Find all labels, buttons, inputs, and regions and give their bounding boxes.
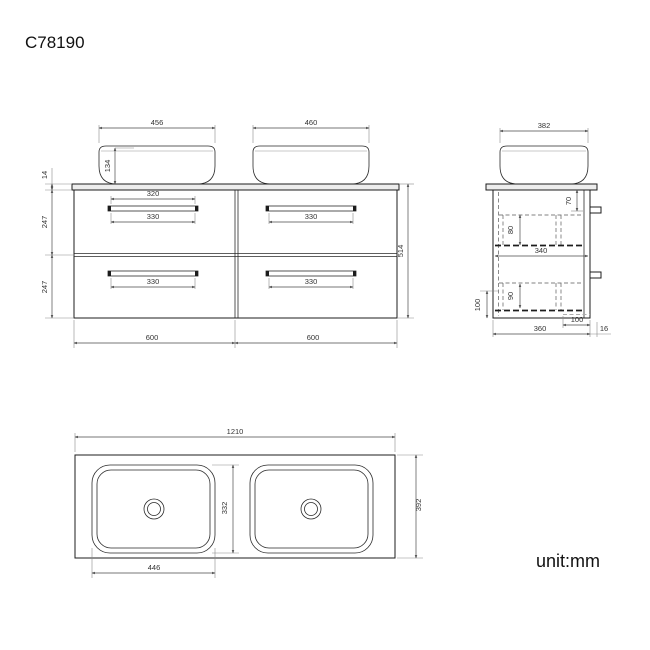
side-view: 382 70 80 340 90 100 100 360 16 xyxy=(473,121,611,337)
dim-lower-drawer-height: 247 xyxy=(40,281,49,294)
dim-basin-depth: 382 xyxy=(538,121,551,130)
dim-basin-right-width: 460 xyxy=(305,118,318,127)
front-basin-right xyxy=(252,145,370,185)
plan-dimensions: 1210 392 332 446 xyxy=(74,427,423,578)
unit-label: unit:mm xyxy=(536,551,600,571)
plan-countertop xyxy=(74,454,396,559)
dim-handle-spacing-upper-right: 330 xyxy=(305,212,318,221)
dim-back-offset: 16 xyxy=(600,324,608,333)
dim-handle-width: 320 xyxy=(147,189,160,198)
dim-bottom-clearance: 100 xyxy=(473,299,482,312)
plan-view: 1210 392 332 446 xyxy=(74,427,423,578)
dim-bracket-depth: 100 xyxy=(571,315,584,324)
drain-outer xyxy=(300,498,322,520)
dim-lower-drawer-inner-height: 90 xyxy=(506,292,515,300)
dim-basin-cutout-width: 446 xyxy=(148,563,161,572)
drawer-handle-upper-left xyxy=(107,205,199,212)
side-countertop xyxy=(485,183,598,191)
plan-basin-right xyxy=(249,464,374,554)
side-dimensions: 382 70 80 340 90 100 100 360 16 xyxy=(473,121,611,337)
front-view: 456 460 134 14 247 247 514 320 xyxy=(40,118,414,348)
dim-handle-spacing-upper-left: 330 xyxy=(147,212,160,221)
wall-bracket-lower xyxy=(589,271,602,279)
dim-basin-left-width: 456 xyxy=(151,118,164,127)
dim-basin-height: 134 xyxy=(103,160,112,173)
drain-inner xyxy=(304,502,318,516)
front-dimensions: 456 460 134 14 247 247 514 320 xyxy=(40,118,414,348)
dim-countertop-width: 1210 xyxy=(227,427,244,436)
front-cabinet-body xyxy=(73,189,398,319)
lower-drawer-hidden xyxy=(495,282,590,315)
dim-interior-depth: 340 xyxy=(535,246,548,255)
drain-inner xyxy=(147,502,161,516)
drawer-handle-lower-right xyxy=(265,270,357,277)
side-cabinet-body xyxy=(492,189,591,319)
drawing-title: C78190 xyxy=(25,33,85,52)
dim-handle-spacing-lower-left: 330 xyxy=(147,277,160,286)
dim-hanger-height: 70 xyxy=(564,197,573,205)
wall-bracket-upper xyxy=(589,206,602,214)
plan-basin-left xyxy=(91,464,216,554)
side-basin xyxy=(499,145,589,185)
dim-countertop-depth: 392 xyxy=(414,499,423,512)
dim-cabinet-total-height: 514 xyxy=(396,245,405,258)
dim-basin-cutout-depth: 332 xyxy=(220,502,229,515)
dim-upper-drawer-inner-height: 80 xyxy=(506,226,515,234)
drawer-handle-lower-left xyxy=(107,270,199,277)
dim-handle-spacing-lower-right: 330 xyxy=(305,277,318,286)
upper-drawer-hidden xyxy=(495,214,583,247)
drawer-handle-upper-right xyxy=(265,205,357,212)
drain-outer xyxy=(143,498,165,520)
front-countertop xyxy=(71,183,400,191)
dim-upper-drawer-height: 247 xyxy=(40,216,49,229)
dim-cabinet-right-width: 600 xyxy=(307,333,320,342)
dim-cabinet-depth: 360 xyxy=(534,324,547,333)
dim-cabinet-left-width: 600 xyxy=(146,333,159,342)
dim-countertop-thickness: 14 xyxy=(40,171,49,179)
front-basin-left xyxy=(98,145,216,185)
